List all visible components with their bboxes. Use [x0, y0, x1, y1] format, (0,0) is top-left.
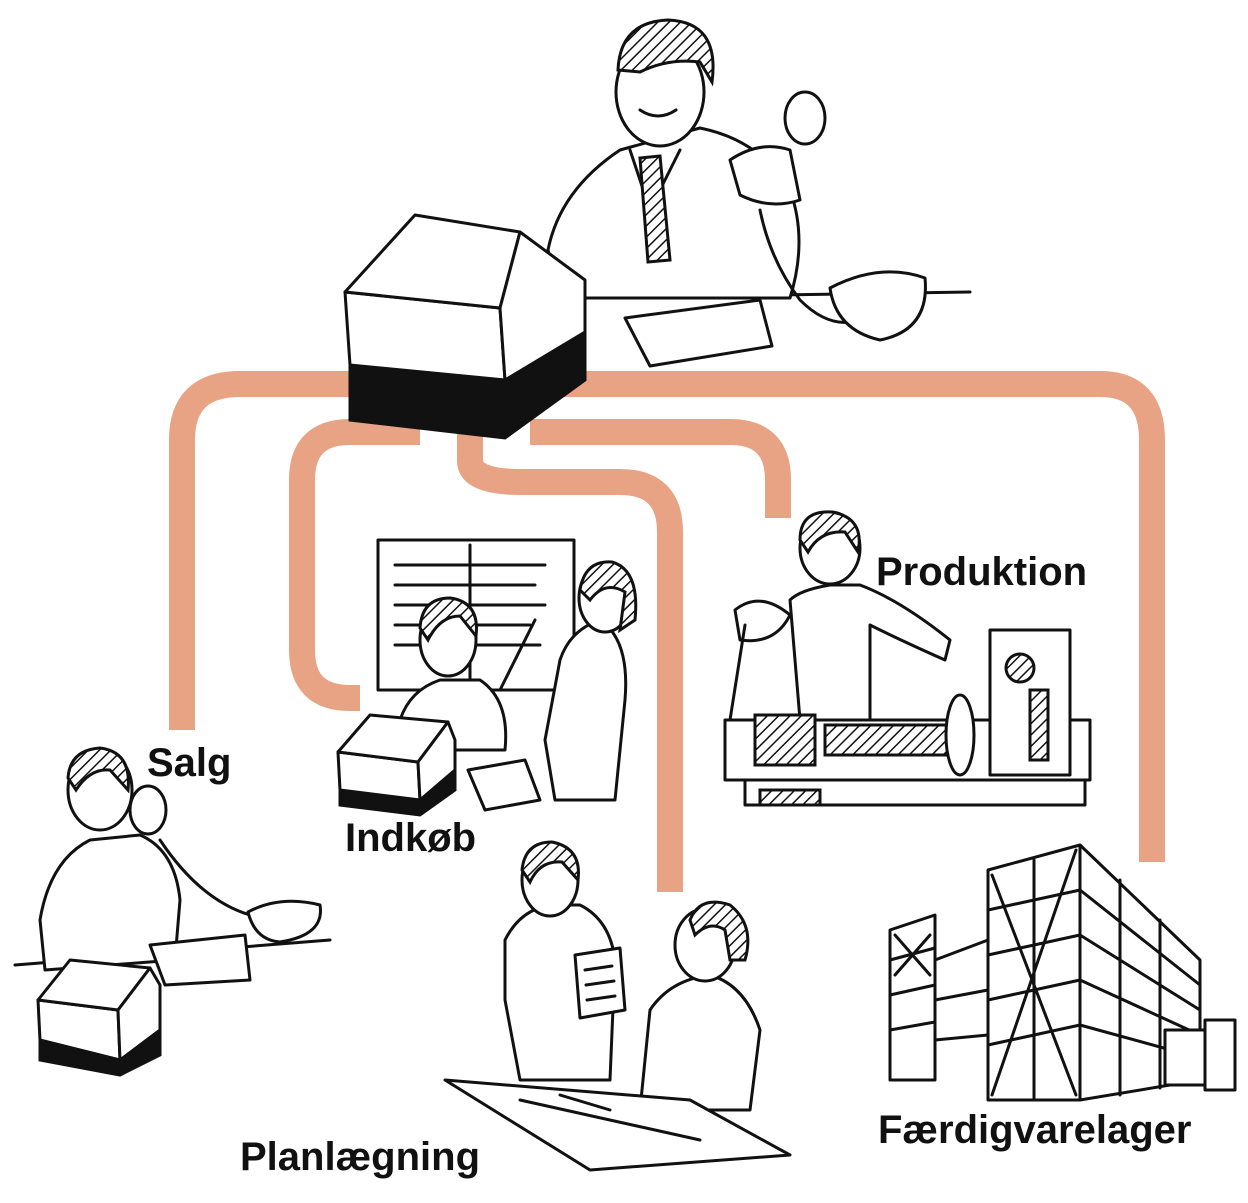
label-planlaegning: Planlægning	[240, 1135, 480, 1179]
clipboard-icon	[573, 946, 627, 1020]
warehouse-rack-icon	[888, 843, 1237, 1102]
manager-figure	[546, 18, 972, 368]
planlaegning-figure	[443, 840, 792, 1172]
label-salg: Salg	[147, 741, 232, 785]
label-faerdigvarelager: Færdigvarelager	[878, 1108, 1192, 1152]
telephone-icon	[728, 90, 927, 342]
salg-figure	[13, 746, 332, 1077]
lathe-machine-icon	[723, 628, 1092, 807]
produktion-figure	[723, 510, 1092, 807]
computer-terminal-icon	[343, 213, 587, 440]
connector-to-planlaegning	[457, 432, 683, 892]
connector-to-salg	[169, 371, 560, 730]
label-indkob: Indkøb	[345, 816, 477, 860]
connector-lines	[169, 371, 1165, 892]
label-produktion: Produktion	[876, 550, 1088, 594]
connector-to-produktion-warehouse	[560, 371, 1165, 862]
connector-to-indkob	[289, 419, 420, 711]
indkob-figure	[336, 538, 638, 817]
connector-to-produktion	[530, 419, 791, 518]
